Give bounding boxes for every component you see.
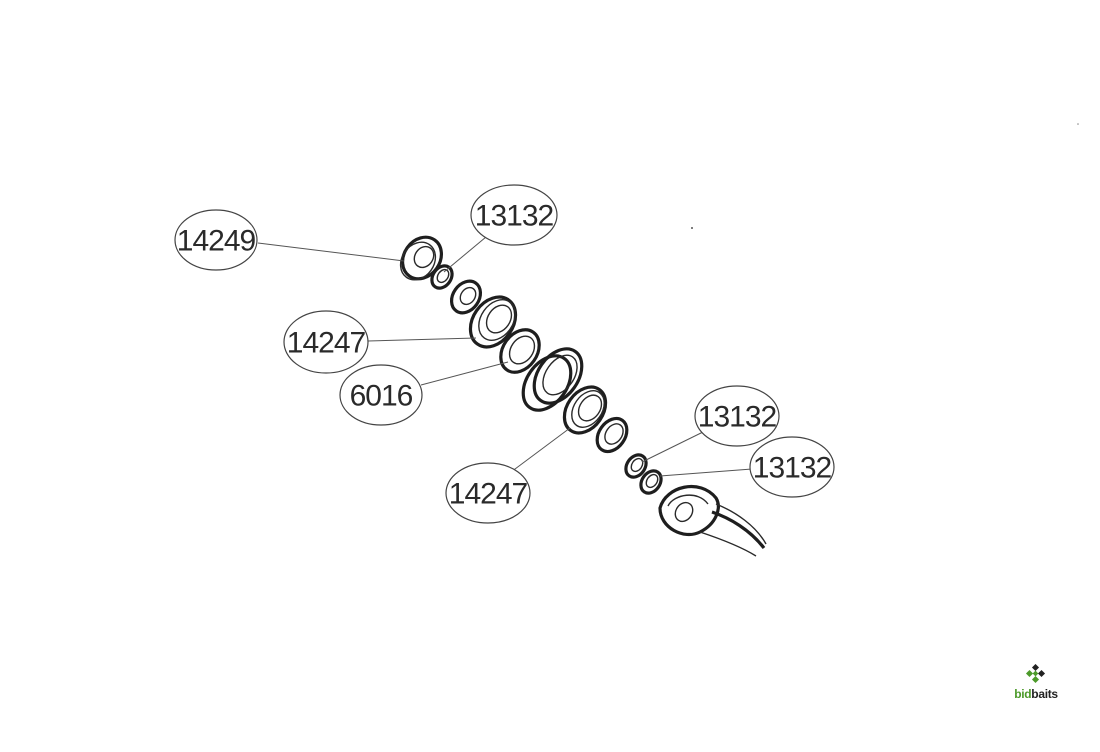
leader-13132-bottom: [659, 468, 753, 477]
part-14247-bearing-bottom: [562, 385, 608, 435]
part-sleeve-collar: [521, 347, 584, 412]
bidbaits-logo: bidbaits: [1006, 664, 1066, 708]
callout-6016: 6016: [339, 364, 423, 426]
part-13132-washer-mid: [624, 453, 648, 479]
bidbaits-logo-icon: [1025, 664, 1046, 684]
callout-14249: 14249: [174, 209, 258, 271]
leader-14247-top: [367, 337, 477, 342]
callout-label: 13132: [753, 452, 832, 485]
callout-label: 14249: [177, 225, 256, 258]
callout-label: 6016: [350, 380, 413, 413]
logo-text-bid: bid: [1014, 687, 1032, 701]
callout-14247-top: 14247: [283, 310, 369, 374]
leader-14247-bottom: [510, 427, 571, 473]
callout-label: 14247: [449, 478, 528, 511]
speck: [1077, 123, 1079, 125]
part-spacer-ring: [449, 279, 483, 315]
part-spacer-ring-bottom: [595, 416, 629, 454]
part-13132-washer-bottom: [639, 469, 663, 495]
leader-13132-top: [443, 236, 487, 273]
callout-13132-top: 13132: [470, 184, 558, 246]
bidbaits-logo-text: bidbaits: [1006, 688, 1066, 700]
part-13132-washer-top: [430, 264, 454, 290]
part-6016-ring: [499, 328, 541, 374]
part-14249-cap: [399, 235, 444, 281]
callout-13132-mid: 13132: [694, 385, 780, 447]
handle-arm: [658, 484, 767, 557]
callout-label: 13132: [475, 200, 554, 233]
logo-text-baits: baits: [1031, 687, 1058, 701]
leader-13132-mid: [641, 431, 704, 463]
leader-6016: [420, 361, 509, 386]
callout-label: 13132: [698, 401, 777, 434]
callout-label: 14247: [287, 327, 366, 360]
leader-14249: [257, 242, 405, 262]
speck: [691, 227, 693, 229]
callout-13132-bottom: 13132: [749, 436, 835, 498]
callout-14247-bottom: 14247: [445, 462, 531, 524]
part-14247-bearing-top: [468, 295, 518, 349]
